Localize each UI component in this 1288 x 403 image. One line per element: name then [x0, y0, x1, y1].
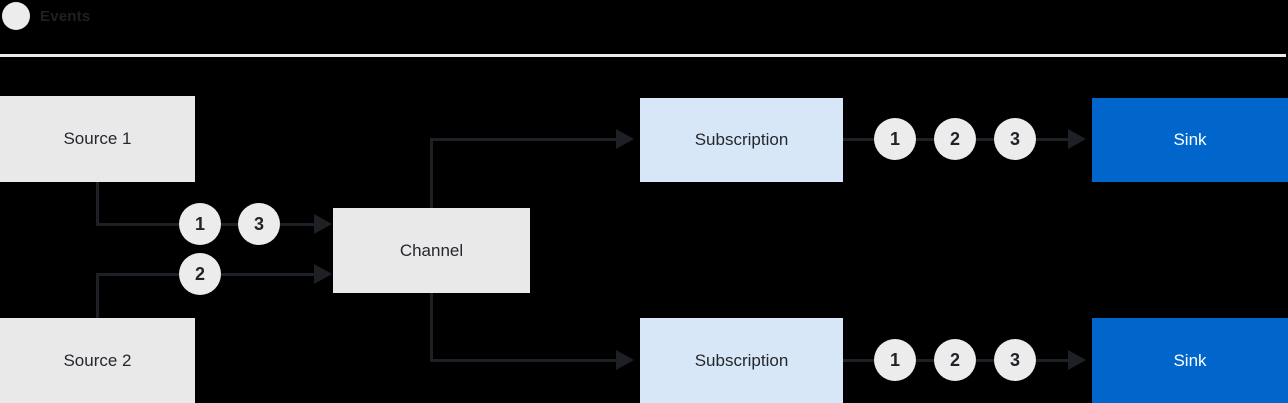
node-sink-top: Sink [1092, 98, 1288, 182]
node-subscription-bottom: Subscription [640, 318, 843, 403]
node-sink-bottom-label: Sink [1173, 350, 1207, 370]
node-source-2: Source 2 [0, 318, 195, 403]
event-circle-2: 2 [934, 118, 976, 160]
event-circle-1: 1 [874, 339, 916, 381]
event-circle-1: 1 [874, 118, 916, 160]
event-circle-2: 2 [179, 253, 221, 295]
event-circle-3: 3 [238, 203, 280, 245]
event-circle-1: 1 [179, 203, 221, 245]
edge-channel-to-subscription-bottom [430, 359, 618, 362]
node-subscription-bottom-label: Subscription [694, 350, 789, 370]
node-subscription-top: Subscription [640, 98, 843, 182]
event-circle-2: 2 [934, 339, 976, 381]
event-circle-icon [2, 2, 30, 30]
legend-divider [0, 54, 1286, 57]
node-sink-bottom: Sink [1092, 318, 1288, 403]
arrowhead-subscription-top-to-sink-icon [1068, 129, 1086, 149]
edge-source1-down [96, 182, 99, 225]
arrowhead-channel-to-subscription-top-icon [616, 129, 634, 149]
edge-channel-down [430, 293, 433, 361]
node-sink-top-label: Sink [1173, 130, 1207, 149]
node-channel-label: Channel [399, 240, 464, 260]
edge-channel-up [430, 140, 433, 208]
event-circle-3: 3 [994, 118, 1036, 160]
event-circle-3: 3 [994, 339, 1036, 381]
node-source-1-label: Source 1 [63, 129, 132, 148]
events-legend-label: Events [40, 8, 91, 25]
node-channel: Channel [333, 208, 530, 293]
node-subscription-top-label: Subscription [694, 130, 789, 149]
arrowhead-channel-to-subscription-bottom-icon [616, 350, 634, 370]
node-source-1: Source 1 [0, 96, 195, 182]
arrowhead-source2-to-channel-icon [314, 264, 332, 284]
edge-channel-to-subscription-top [430, 138, 618, 141]
node-source-2-label: Source 2 [63, 350, 132, 370]
arrowhead-subscription-bottom-to-sink-icon [1068, 350, 1086, 370]
arrowhead-source1-to-channel-icon [314, 214, 332, 234]
edge-source2-up [96, 275, 99, 318]
